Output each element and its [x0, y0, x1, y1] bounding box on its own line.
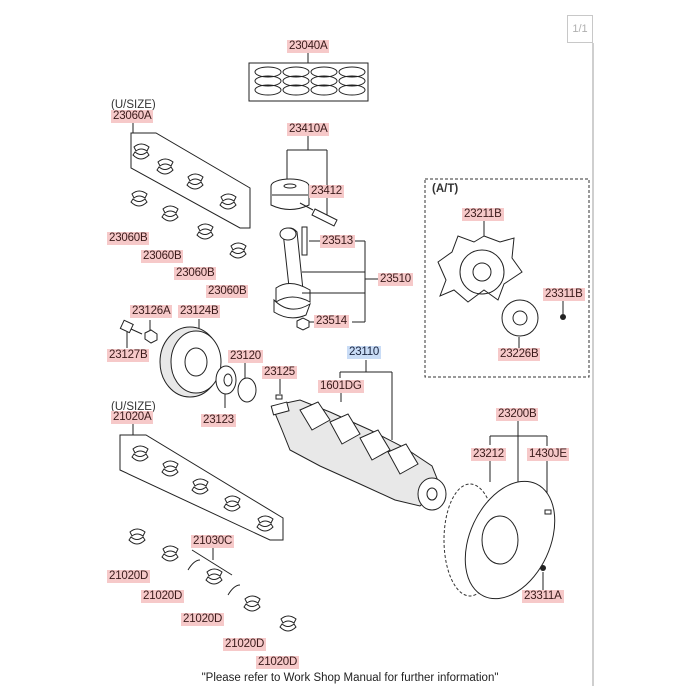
main-bearing-shell-5 [256, 515, 274, 532]
piston-ring-3 [310, 66, 338, 96]
part-label-23120[interactable]: 23120 [228, 350, 263, 363]
part-label-23514[interactable]: 23514 [314, 315, 349, 328]
part-label-23125[interactable]: 23125 [262, 366, 297, 379]
part-label-23126A[interactable]: 23126A [130, 305, 173, 318]
part-label-21030C[interactable]: 21030C [191, 535, 235, 548]
footer-note: "Please refer to Work Shop Manual for fu… [201, 672, 499, 684]
rod-bearing-shell-3 [186, 173, 204, 190]
part-label-1601DG[interactable]: 1601DG [318, 380, 364, 393]
part-label-23127B[interactable]: 23127B [107, 349, 150, 362]
part-label-23200B[interactable]: 23200B [496, 408, 539, 421]
scrollbar[interactable] [592, 43, 594, 686]
rod-bearing-shell-2 [156, 158, 174, 175]
part-label-23110[interactable]: 23110 [347, 346, 382, 359]
pulley-group-drawing [119, 319, 283, 408]
part-label-23510[interactable]: 23510 [378, 273, 413, 286]
part-label-21020D-2[interactable]: 21020D [141, 590, 185, 603]
part-label-23060A[interactable]: 23060A [111, 110, 154, 123]
part-label-23124B[interactable]: 23124B [178, 305, 221, 318]
flywheel-drawing [443, 420, 556, 600]
part-label-23412[interactable]: 23412 [309, 185, 344, 198]
rod-bearing-shell-5 [130, 190, 148, 207]
piston-assembly-drawing [270, 136, 338, 227]
crankshaft-drawing [270, 360, 447, 511]
main-bearing-shell-8 [205, 568, 223, 585]
rod-bearing-shell-7 [196, 223, 214, 240]
rod-bearing-shell-1 [132, 143, 150, 160]
main-bearing-shell-1 [131, 445, 149, 462]
part-label-23060B-1[interactable]: 23060B [107, 232, 150, 245]
main-bearing-shell-9 [243, 595, 261, 612]
main-bearing-shell-7 [161, 545, 179, 562]
thrust-bearing-drawing [187, 547, 241, 596]
part-label-23060B-4[interactable]: 23060B [206, 285, 249, 298]
part-label-1430JE[interactable]: 1430JE [527, 448, 569, 461]
rod-bearing-shell-4 [219, 193, 237, 210]
main-bearing-shell-10 [279, 615, 297, 632]
part-label-21020D-5[interactable]: 21020D [256, 656, 300, 669]
part-label-21020D-1[interactable]: 21020D [107, 570, 151, 583]
part-label-23212[interactable]: 23212 [471, 448, 506, 461]
main-bearing-usize-drawing [119, 423, 297, 632]
piston-ring-2 [282, 66, 310, 96]
part-label-21020A[interactable]: 21020A [111, 411, 154, 424]
main-bearing-shell-4 [223, 495, 241, 512]
rod-bearing-shell-6 [161, 205, 179, 222]
part-label-23123[interactable]: 23123 [201, 414, 236, 427]
part-label-23410A[interactable]: 23410A [287, 123, 330, 136]
usize-note-upper: (U/SIZE) [111, 99, 156, 111]
part-label-23226B[interactable]: 23226B [498, 348, 541, 361]
part-label-23513[interactable]: 23513 [320, 235, 355, 248]
piston-ring-1 [254, 66, 282, 96]
main-bearing-shell-3 [191, 478, 209, 495]
part-label-23311A[interactable]: 23311A [522, 590, 564, 603]
main-bearing-shell-6 [128, 528, 146, 545]
part-label-23311B[interactable]: 23311B [543, 288, 585, 301]
main-bearing-shell-2 [161, 460, 179, 477]
part-label-23060B-3[interactable]: 23060B [174, 267, 217, 280]
piston-ring-4 [338, 66, 366, 96]
part-label-23040A[interactable]: 23040A [287, 40, 330, 53]
auto-transmission-group-drawing [424, 178, 590, 378]
at-note: (A/T) [432, 183, 459, 195]
page-indicator: 1/1 [567, 15, 593, 43]
part-label-23060B-2[interactable]: 23060B [141, 250, 184, 263]
rod-bearing-usize-drawing [130, 122, 251, 259]
part-label-21020D-4[interactable]: 21020D [223, 638, 267, 651]
part-label-21020D-3[interactable]: 21020D [181, 613, 225, 626]
rod-bearing-shell-8 [229, 242, 247, 259]
connecting-rod-drawing [273, 226, 378, 331]
usize-note-main: (U/SIZE) [111, 401, 156, 413]
part-label-23211B[interactable]: 23211B [462, 208, 504, 221]
piston-ring-set-drawing [248, 53, 369, 102]
